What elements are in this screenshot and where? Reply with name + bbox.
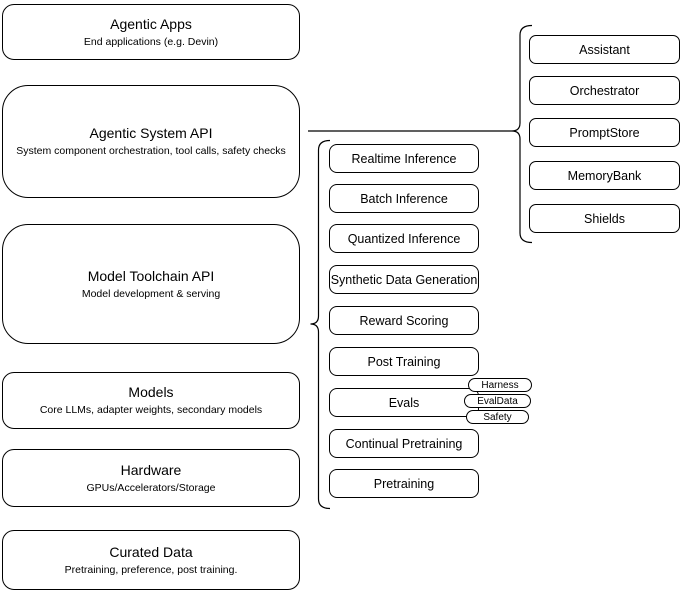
node-title: Agentic System API [89, 125, 213, 141]
tag-safety: Safety [466, 410, 529, 424]
node-orchestrator: Orchestrator [529, 76, 680, 105]
node-quantized-inference: Quantized Inference [329, 224, 479, 253]
node-subtitle: Pretraining, preference, post training. [64, 563, 238, 576]
node-synthetic-data-generation: Synthetic Data Generation [329, 265, 479, 294]
node-subtitle: End applications (e.g. Devin) [83, 35, 219, 48]
brace-toolchain-group [310, 139, 331, 510]
brace-system-group [511, 24, 533, 244]
node-evals: Evals [329, 388, 479, 417]
node-pretraining: Pretraining [329, 469, 479, 498]
node-assistant: Assistant [529, 35, 680, 64]
node-title: Curated Data [109, 543, 193, 560]
node-subtitle: System component orchestration, tool cal… [16, 145, 286, 157]
node-agentic-apps: Agentic Apps End applications (e.g. Devi… [2, 4, 300, 60]
node-promptstore: PromptStore [529, 118, 680, 147]
node-hardware: Hardware GPUs/Accelerators/Storage [2, 449, 300, 507]
node-subtitle: GPUs/Accelerators/Storage [86, 481, 216, 494]
node-batch-inference: Batch Inference [329, 184, 479, 213]
node-post-training: Post Training [329, 347, 479, 376]
node-reward-scoring: Reward Scoring [329, 306, 479, 335]
node-continual-pretraining: Continual Pretraining [329, 429, 479, 458]
node-title: Model Toolchain API [87, 267, 215, 284]
node-curated-data: Curated Data Pretraining, preference, po… [2, 530, 300, 590]
node-title: Models [128, 384, 174, 400]
node-subtitle: Core LLMs, adapter weights, secondary mo… [39, 404, 263, 416]
node-shields: Shields [529, 204, 680, 233]
node-title: Hardware [120, 461, 182, 478]
node-realtime-inference: Realtime Inference [329, 144, 479, 173]
node-models: Models Core LLMs, adapter weights, secon… [2, 372, 300, 429]
tag-evaldata: EvalData [464, 394, 531, 408]
node-model-toolchain-api: Model Toolchain API Model development & … [2, 224, 300, 344]
node-memorybank: MemoryBank [529, 161, 680, 190]
node-title: Agentic Apps [110, 15, 192, 32]
node-subtitle: Model development & serving [81, 287, 221, 300]
node-agentic-system-api: Agentic System API System component orch… [2, 85, 300, 198]
tag-harness: Harness [468, 378, 532, 392]
